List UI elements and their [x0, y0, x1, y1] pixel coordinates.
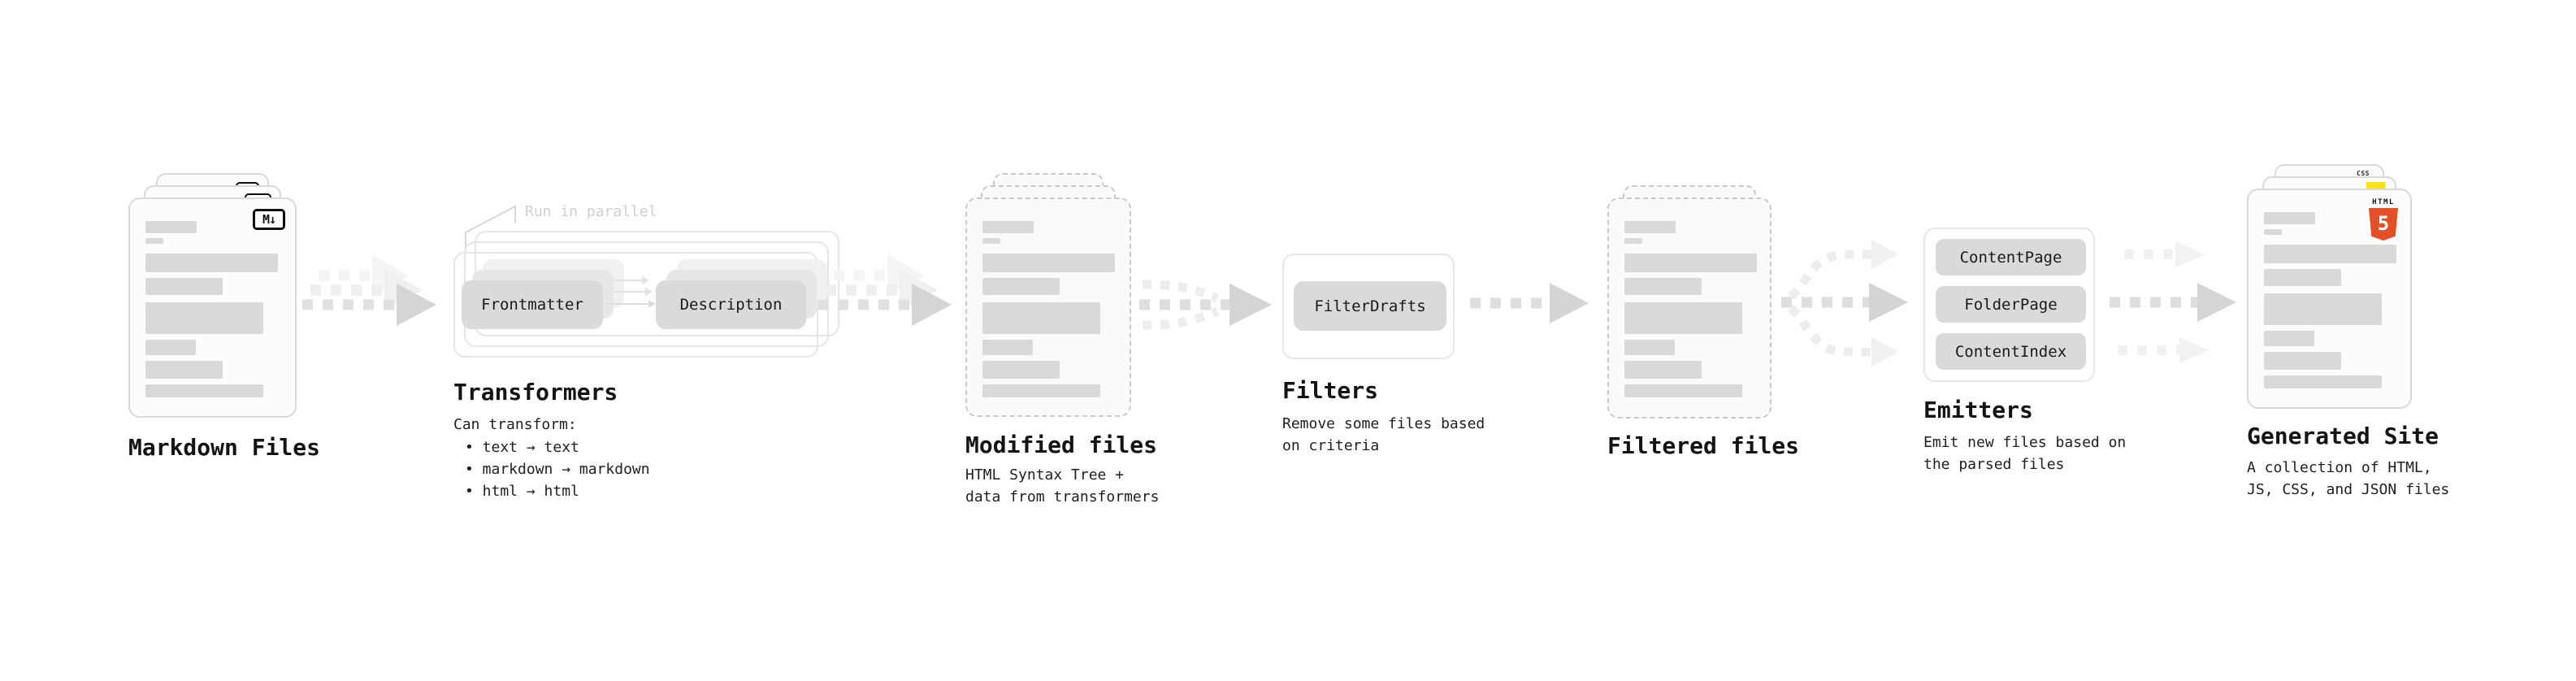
contentpage-box: ContentPage [1936, 239, 2086, 275]
modified-files-title: Modified files [965, 432, 1158, 458]
arrow-markdown-to-transformers [302, 254, 436, 326]
arrow-filters-to-filtered [1470, 283, 1589, 323]
file-content-placeholder [145, 221, 278, 397]
markdown-badge-icon: M↓ [253, 209, 285, 230]
filterdrafts-box: FilterDrafts [1294, 281, 1446, 331]
transformers-bullet-2: • markdown → markdown [465, 461, 650, 478]
transformers-desc-heading: Can transform: [453, 416, 577, 433]
markdown-files-stack: M↓ M↓ M↓ [128, 173, 297, 418]
filtered-file-card [1607, 197, 1772, 419]
transformers-bullet-1: • text → text [465, 439, 579, 456]
file-content-placeholder [982, 221, 1115, 397]
file-content-placeholder [1624, 221, 1757, 397]
html5-icon: HTML 5 [2366, 198, 2400, 241]
arrow-emitters-to-generated [2110, 241, 2236, 363]
arrow-modified-to-filters [1139, 280, 1272, 330]
transformers-bullet-3: • html → html [465, 483, 579, 500]
run-in-parallel-leader-line [465, 205, 516, 254]
filters-title: Filters [1282, 377, 1379, 404]
description-box: Description [656, 280, 806, 329]
transform-step-arrows [606, 276, 656, 308]
emitters-title: Emitters [1923, 397, 2033, 423]
modified-files-subtitle-1: HTML Syntax Tree + [965, 466, 1125, 484]
generated-site-title: Generated Site [2247, 423, 2439, 449]
file-content-placeholder [2264, 212, 2396, 388]
folderpage-box: FolderPage [1936, 286, 2086, 323]
markdown-file-card: M↓ [128, 197, 297, 418]
frontmatter-box: Frontmatter [462, 280, 603, 329]
arrow-filtered-to-emitters [1781, 240, 1908, 367]
generated-site-stack: CSS HTML 5 [2247, 164, 2412, 409]
filters-group: FilterDrafts [1282, 254, 1455, 359]
markdown-files-title: Markdown Files [128, 434, 321, 461]
emitters-subtitle-1: Emit new files based on [1923, 434, 2127, 451]
transformers-title: Transformers [453, 379, 618, 406]
modified-files-stack [965, 173, 1131, 417]
generated-html-file: HTML 5 [2247, 189, 2412, 409]
contentindex-box: ContentIndex [1936, 333, 2086, 370]
run-in-parallel-annotation: Run in parallel [525, 203, 657, 220]
generated-site-subtitle-1: A collection of HTML, [2247, 459, 2432, 476]
filters-subtitle-2: on criteria [1282, 437, 1380, 454]
emitters-group: ContentPage FolderPage ContentIndex [1923, 228, 2095, 382]
emitters-subtitle-2: the parsed files [1923, 456, 2065, 473]
transformers-group: Frontmatter Description [453, 231, 843, 358]
modified-file-card [965, 197, 1131, 417]
filters-subtitle-1: Remove some files based [1282, 415, 1485, 432]
modified-files-subtitle-2: data from transformers [965, 488, 1160, 505]
filtered-files-title: Filtered files [1607, 432, 1800, 459]
generated-site-subtitle-2: JS, CSS, and JSON files [2247, 481, 2450, 498]
filtered-files-stack [1607, 185, 1772, 419]
arrow-transformers-to-modified [817, 254, 952, 326]
